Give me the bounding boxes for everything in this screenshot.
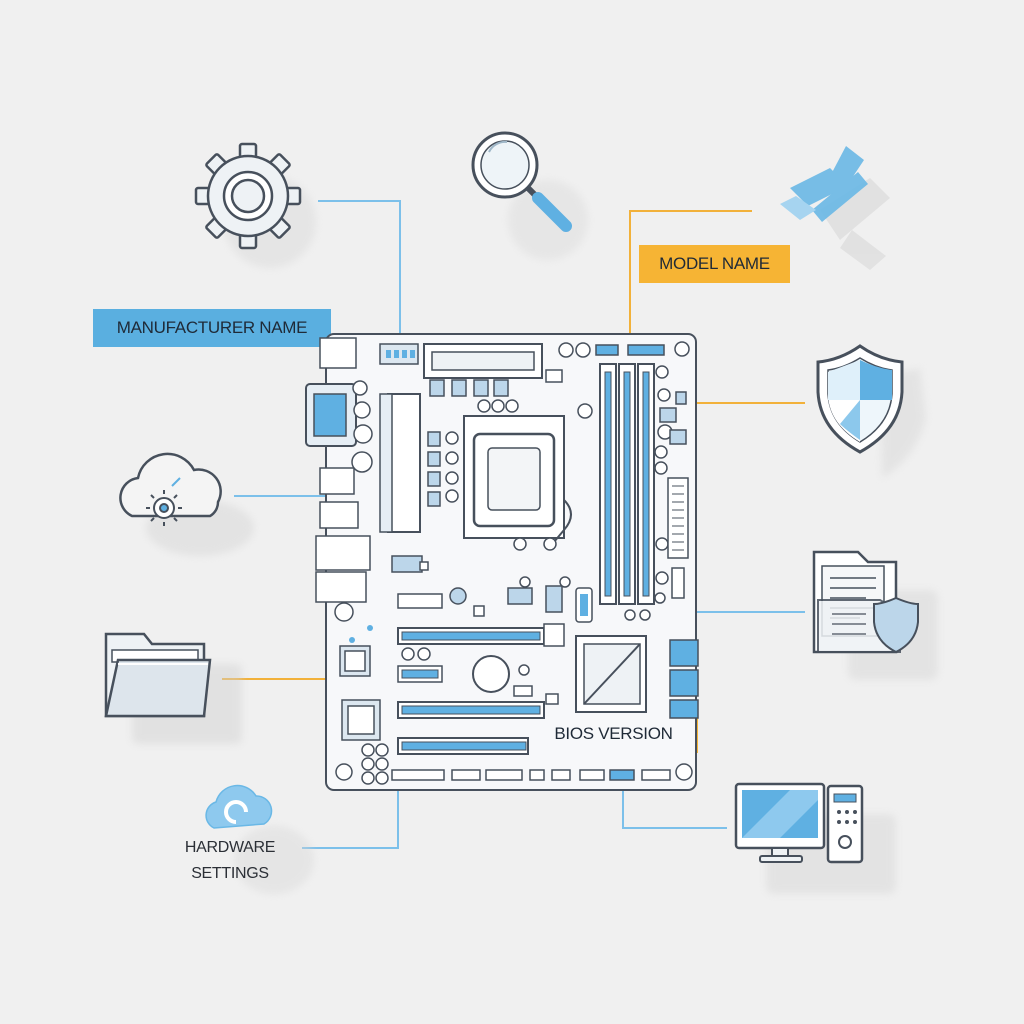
- cloud-settings-icon: [119, 452, 254, 556]
- cloud-icon: [205, 784, 314, 894]
- model-name-label: MODEL NAME: [659, 254, 770, 273]
- magnifier-icon: [471, 131, 588, 260]
- hardware-settings-line1: HARDWARE: [184, 839, 276, 856]
- connector-hardware: [302, 778, 399, 849]
- gear-icon: [194, 142, 316, 268]
- connector-gear: [318, 200, 401, 355]
- connector-model: [629, 210, 752, 355]
- document-folder-icon: [812, 550, 938, 680]
- manufacturer-name-label: MANUFACTURER NAME: [116, 318, 308, 337]
- tools-icon: [780, 146, 890, 270]
- model-label-box: [639, 245, 790, 283]
- bios-version-label: BIOS VERSION: [554, 724, 673, 743]
- connector-computer: [622, 778, 727, 829]
- ram-slots: [599, 363, 655, 605]
- shield-icon: [816, 344, 926, 478]
- folder-icon: [104, 632, 242, 744]
- desktop-computer-icon: [734, 782, 896, 894]
- hardware-settings-line2: SETTINGS: [191, 865, 269, 882]
- motherboard: [305, 333, 699, 791]
- manufacturer-label-box: [93, 309, 331, 347]
- hardware-settings-label: HARDWARE SETTINGS: [160, 834, 300, 888]
- pcie-slots: [397, 623, 565, 755]
